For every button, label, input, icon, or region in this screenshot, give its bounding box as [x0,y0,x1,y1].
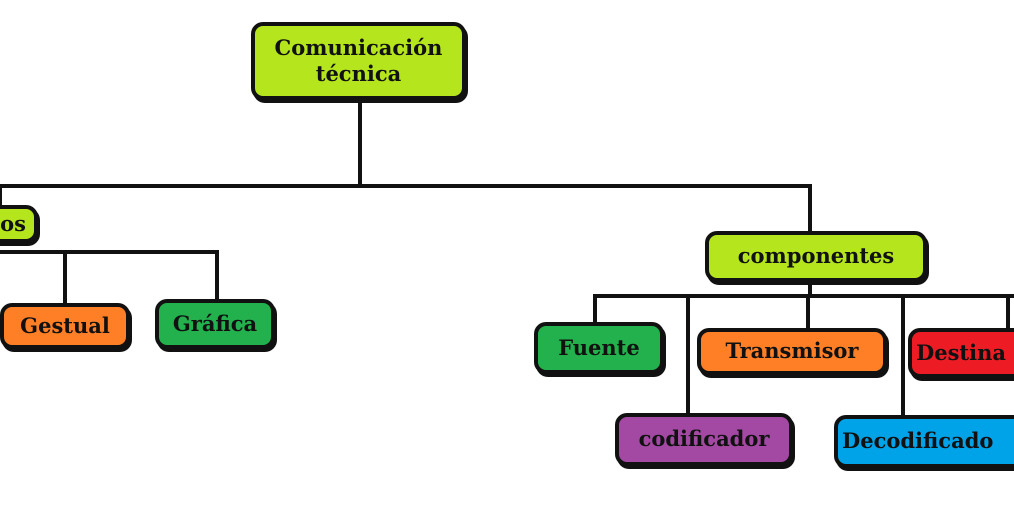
node-comunicacion-tecnica: Comunicación técnica [251,22,466,100]
node-transmisor: Transmisor [697,328,887,375]
node-gestual: Gestual [0,303,130,349]
node-codificador: codificador [615,413,793,466]
node-decodificador: Decodificado [834,415,1014,468]
node-grafica: Gráfica [155,299,275,349]
node-destino: Destina [908,328,1014,378]
node-componentes: componentes [705,231,927,282]
node-tipos: os [0,205,38,243]
node-fuente: Fuente [534,322,664,374]
